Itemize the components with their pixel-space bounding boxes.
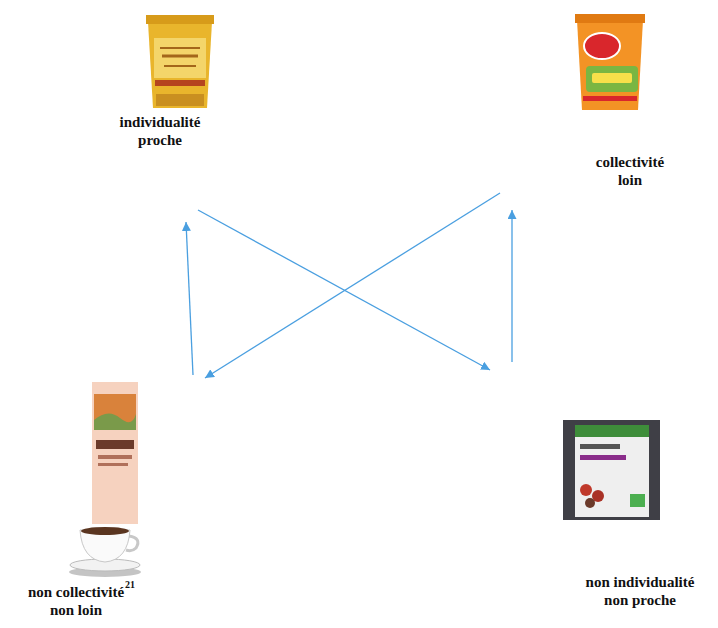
arrow-connector — [186, 222, 193, 375]
coffee-bag-cup — [69, 382, 141, 577]
coffee-bag — [563, 420, 660, 520]
node-label: non loin — [50, 601, 102, 620]
node-label: collectivité loin — [596, 153, 664, 191]
arrow-connector — [205, 193, 500, 378]
honey-pot — [146, 15, 214, 108]
concept-node: non collectiviténon loin — [5, 386, 215, 622]
concept-node: individualité proche — [100, 12, 222, 200]
concept-node: collectivité loin — [505, 12, 705, 198]
concept-node: non individualiténon proche — [500, 372, 713, 612]
node-label: non collectivité — [28, 583, 124, 602]
arrow-connector — [198, 210, 490, 370]
node-label: non proche — [604, 591, 676, 610]
node-label: individualité proche — [120, 113, 201, 151]
honey-pot — [575, 14, 645, 110]
footnote-number: 21 — [125, 580, 135, 590]
node-label: non individualité — [586, 573, 695, 592]
arrow-connector — [511, 210, 512, 362]
